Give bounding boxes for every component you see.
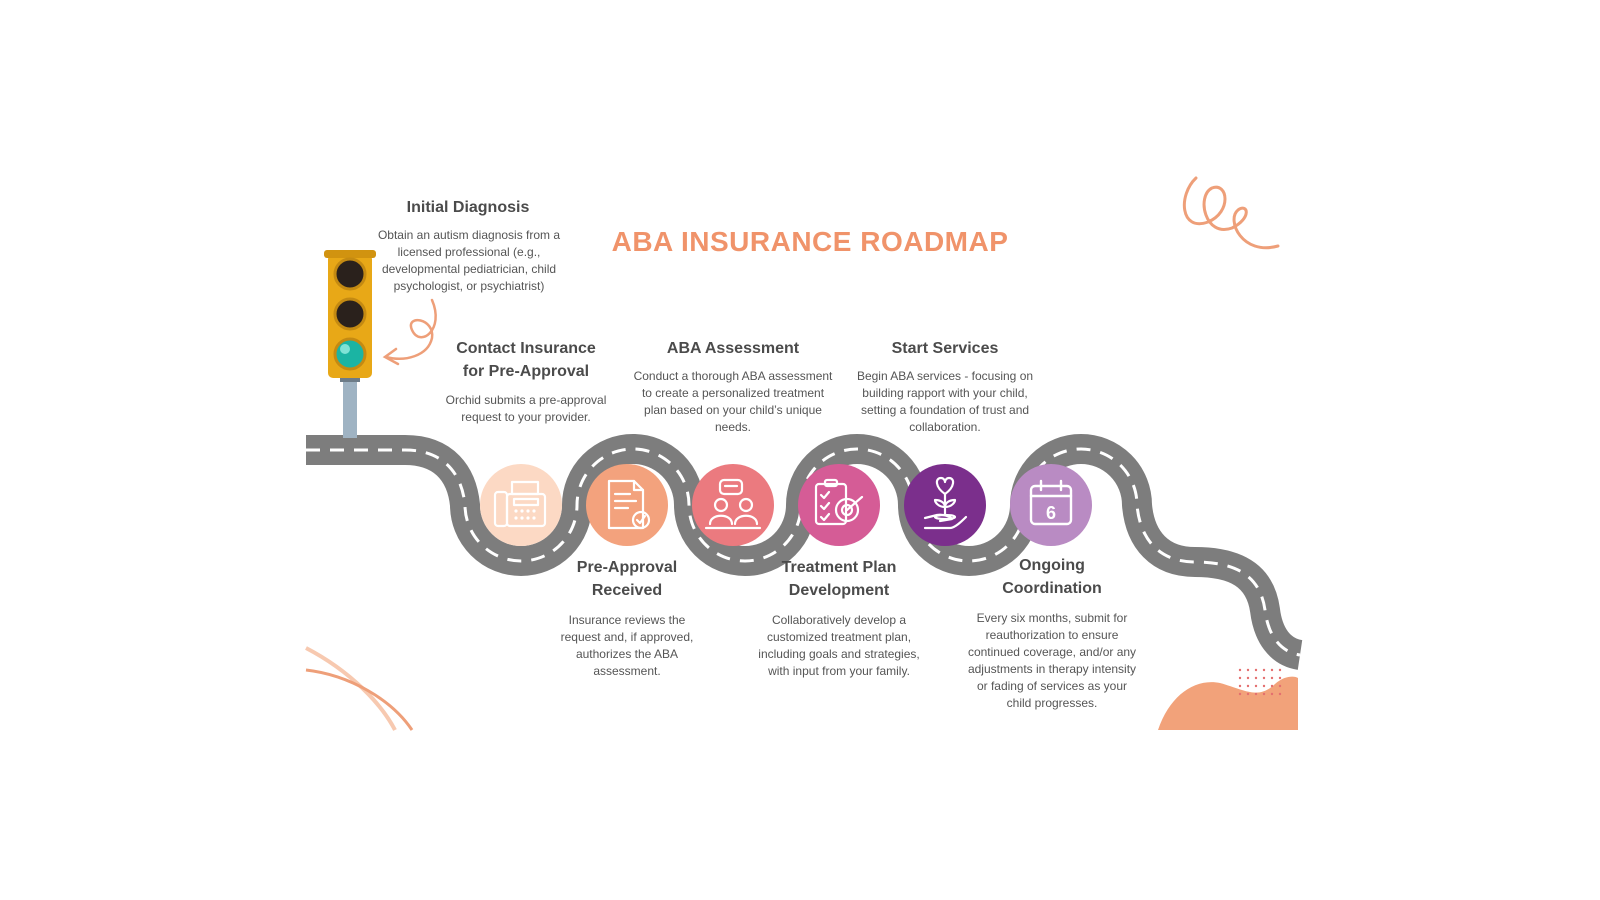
step-6-description: Begin ABA services - focusing on buildin… xyxy=(856,369,1034,434)
step-7-title: Ongoing Coordination xyxy=(1002,557,1102,597)
fax-machine-icon xyxy=(480,464,562,546)
step-1-title: Initial Diagnosis xyxy=(406,199,530,216)
consultation-icon xyxy=(692,464,774,546)
decorative-arc-dark xyxy=(305,668,414,731)
page-title: ABA INSURANCE ROADMAP xyxy=(611,226,1009,257)
step-1-description: Obtain an autism diagnosis from a licens… xyxy=(377,228,561,293)
decorative-dot-grid xyxy=(1238,668,1282,696)
decorative-arrow xyxy=(384,298,437,360)
checklist-target-icon xyxy=(798,464,880,546)
traffic-light xyxy=(324,250,376,438)
step-3-title: Pre-Approval Received xyxy=(576,559,678,599)
step-7-description: Every six months, submit for reauthoriza… xyxy=(967,611,1137,710)
calendar-icon: 6 xyxy=(1010,464,1092,546)
step-5-title: Treatment Plan Development xyxy=(781,559,897,599)
heart-plant-hand-icon xyxy=(904,464,986,546)
step-5-description: Collaboratively develop a customized tre… xyxy=(758,613,920,678)
step-2-title: Contact Insurance for Pre-Approval xyxy=(456,340,596,380)
step-2-description: Orchid submits a pre-approval request to… xyxy=(445,393,607,424)
step-4-title: ABA Assessment xyxy=(666,340,800,357)
winding-road xyxy=(306,434,1304,670)
step-4-description: Conduct a thorough ABA assessment to cre… xyxy=(633,369,833,434)
calendar-day-number: 6 xyxy=(1046,503,1056,523)
approved-document-icon xyxy=(586,464,668,546)
arrow-head xyxy=(382,347,400,366)
decorative-squiggle xyxy=(1182,176,1280,250)
step-6-title: Start Services xyxy=(891,340,999,357)
decorative-arc-light xyxy=(305,646,397,731)
decorative-blob xyxy=(1158,676,1298,730)
step-3-description: Insurance reviews the request and, if ap… xyxy=(560,613,694,678)
